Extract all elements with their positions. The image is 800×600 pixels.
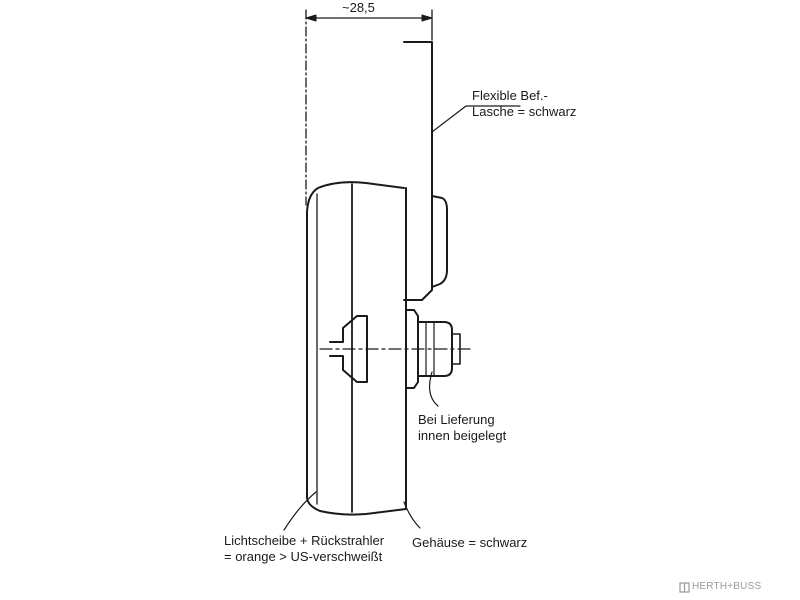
delivery-label-line1: Bei Lieferung	[418, 412, 495, 427]
connector-ridge	[425, 321, 435, 377]
leader-bracket	[431, 105, 521, 133]
housing-label: Gehäuse = schwarz	[412, 535, 527, 551]
housing-label-line1: Gehäuse = schwarz	[412, 535, 528, 550]
lens-label-line2: = orange > US-verschweißt	[224, 549, 383, 564]
watermark-text: HERTH+BUSS	[692, 581, 762, 592]
lamp-body-outline	[306, 181, 407, 516]
delivery-label: Bei Lieferung innen beigelegt	[418, 412, 506, 444]
leader-lens	[283, 491, 317, 531]
delivery-label-line2: innen beigelegt	[418, 428, 507, 443]
bracket-label-line2: Lasche = schwarz	[472, 104, 577, 119]
dimension-width-label: ~28,5	[342, 0, 375, 15]
mounting-bracket	[403, 41, 433, 301]
watermark-logo-icon	[679, 582, 690, 593]
bracket-label-line1: Flexible Bef.-	[472, 88, 548, 103]
dimension-arrow-left	[305, 14, 317, 22]
lens-label: Lichtscheibe + Rückstrahler = orange > U…	[224, 533, 384, 565]
bracket-clamp	[431, 195, 448, 288]
dimension-arrow-right	[421, 14, 433, 22]
leader-delivery	[428, 371, 439, 407]
bracket-label: Flexible Bef.- Lasche = schwarz	[472, 88, 576, 120]
lens-label-line1: Lichtscheibe + Rückstrahler	[224, 533, 385, 548]
leader-housing	[403, 501, 421, 529]
